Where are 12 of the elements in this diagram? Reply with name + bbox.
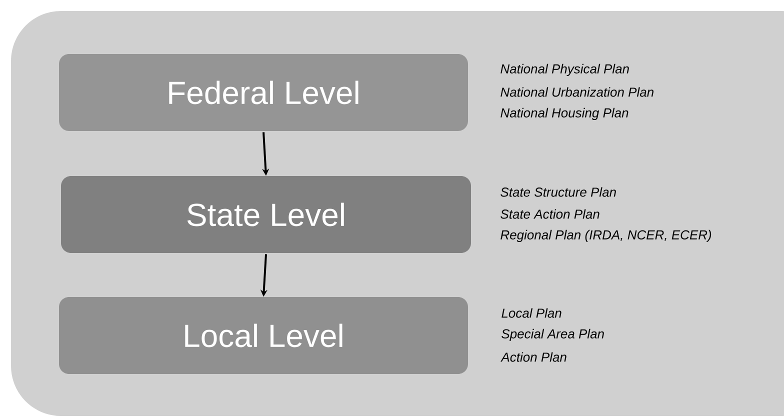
plan-name: Local Plan (502, 308, 562, 318)
plan-name: Regional Plan (IRDA, NCER, ECER) (500, 230, 712, 242)
plan-name: National Physical Plan (500, 64, 629, 76)
plan-name: National Housing Plan (500, 108, 628, 120)
level-box: Federal Level (59, 54, 468, 131)
plan-name: Action Plan (500, 352, 566, 362)
level-box: Local Level (59, 296, 468, 374)
plan-name: State Structure Plan (500, 187, 616, 197)
plan-name: Special Area Plan (502, 328, 604, 342)
plan-name: State Action Plan (500, 209, 600, 219)
plan-name: National Urbanization Plan (500, 87, 654, 97)
level-box: State Level (61, 176, 471, 253)
